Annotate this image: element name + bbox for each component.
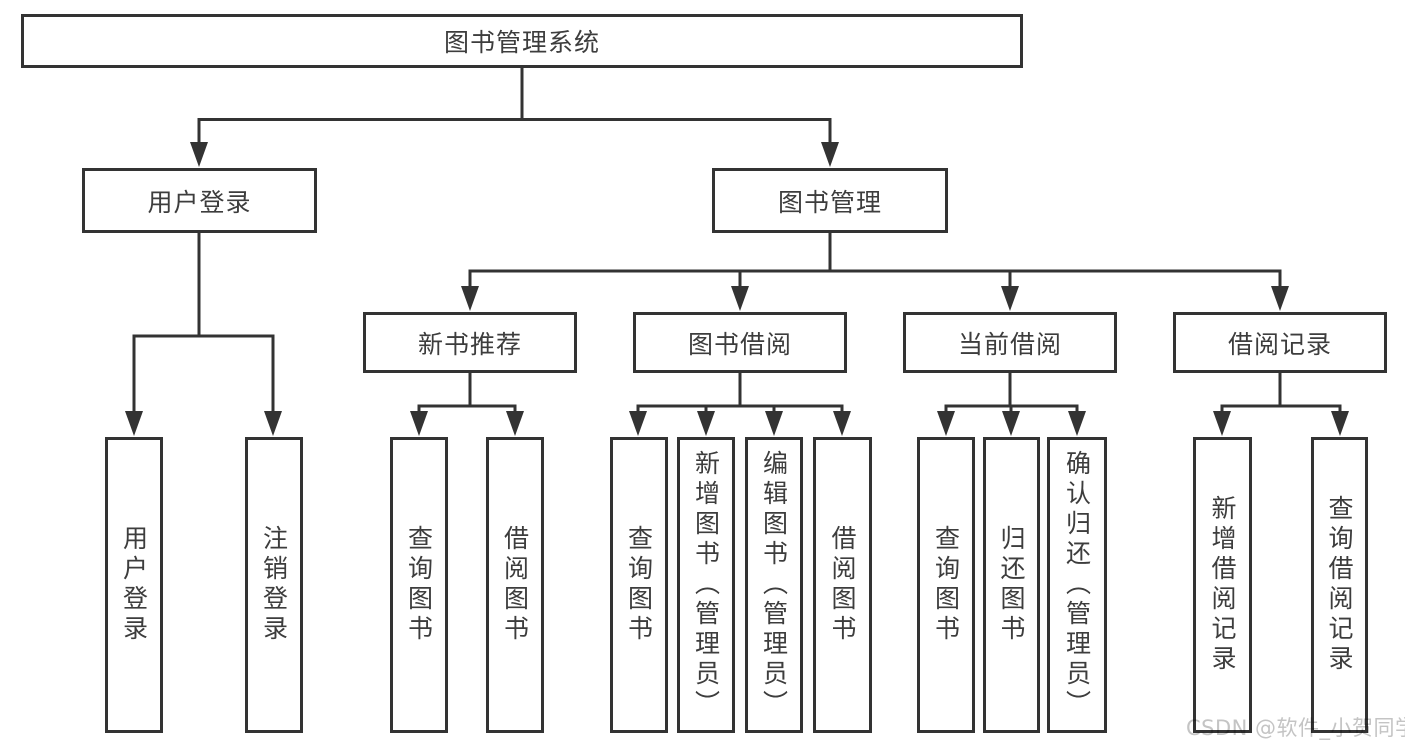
leaf-add-borrow-record: 新增借阅记录 xyxy=(1193,437,1252,733)
csdn-watermark: CSDN @软件_小贺同学 xyxy=(1186,716,1405,740)
leaf-edit-book-admin: 编辑图书（管理员） xyxy=(745,437,803,733)
group-new-book-recommend: 新书推荐 xyxy=(363,312,577,373)
leaf-query-book-recommend: 查询图书 xyxy=(390,437,448,733)
leaf-borrow-book: 借阅图书 xyxy=(813,437,872,733)
leaf-query-book-current: 查询图书 xyxy=(917,437,975,733)
leaf-query-book-borrow: 查询图书 xyxy=(610,437,668,733)
group-current-borrow: 当前借阅 xyxy=(903,312,1117,373)
leaf-add-book-admin: 新增图书（管理员） xyxy=(677,437,735,733)
branch-user-login: 用户登录 xyxy=(82,168,317,233)
leaf-return-book: 归还图书 xyxy=(983,437,1040,733)
leaf-user-login: 用户登录 xyxy=(105,437,163,733)
leaf-query-borrow-record: 查询借阅记录 xyxy=(1311,437,1368,733)
root-node-library-system: 图书管理系统 xyxy=(21,14,1023,68)
leaf-logout: 注销登录 xyxy=(245,437,303,733)
group-book-borrow: 图书借阅 xyxy=(633,312,847,373)
branch-book-management: 图书管理 xyxy=(712,168,948,233)
group-borrow-records: 借阅记录 xyxy=(1173,312,1387,373)
leaf-confirm-return-admin: 确认归还（管理员） xyxy=(1047,437,1107,733)
leaf-borrow-book-recommend: 借阅图书 xyxy=(486,437,544,733)
